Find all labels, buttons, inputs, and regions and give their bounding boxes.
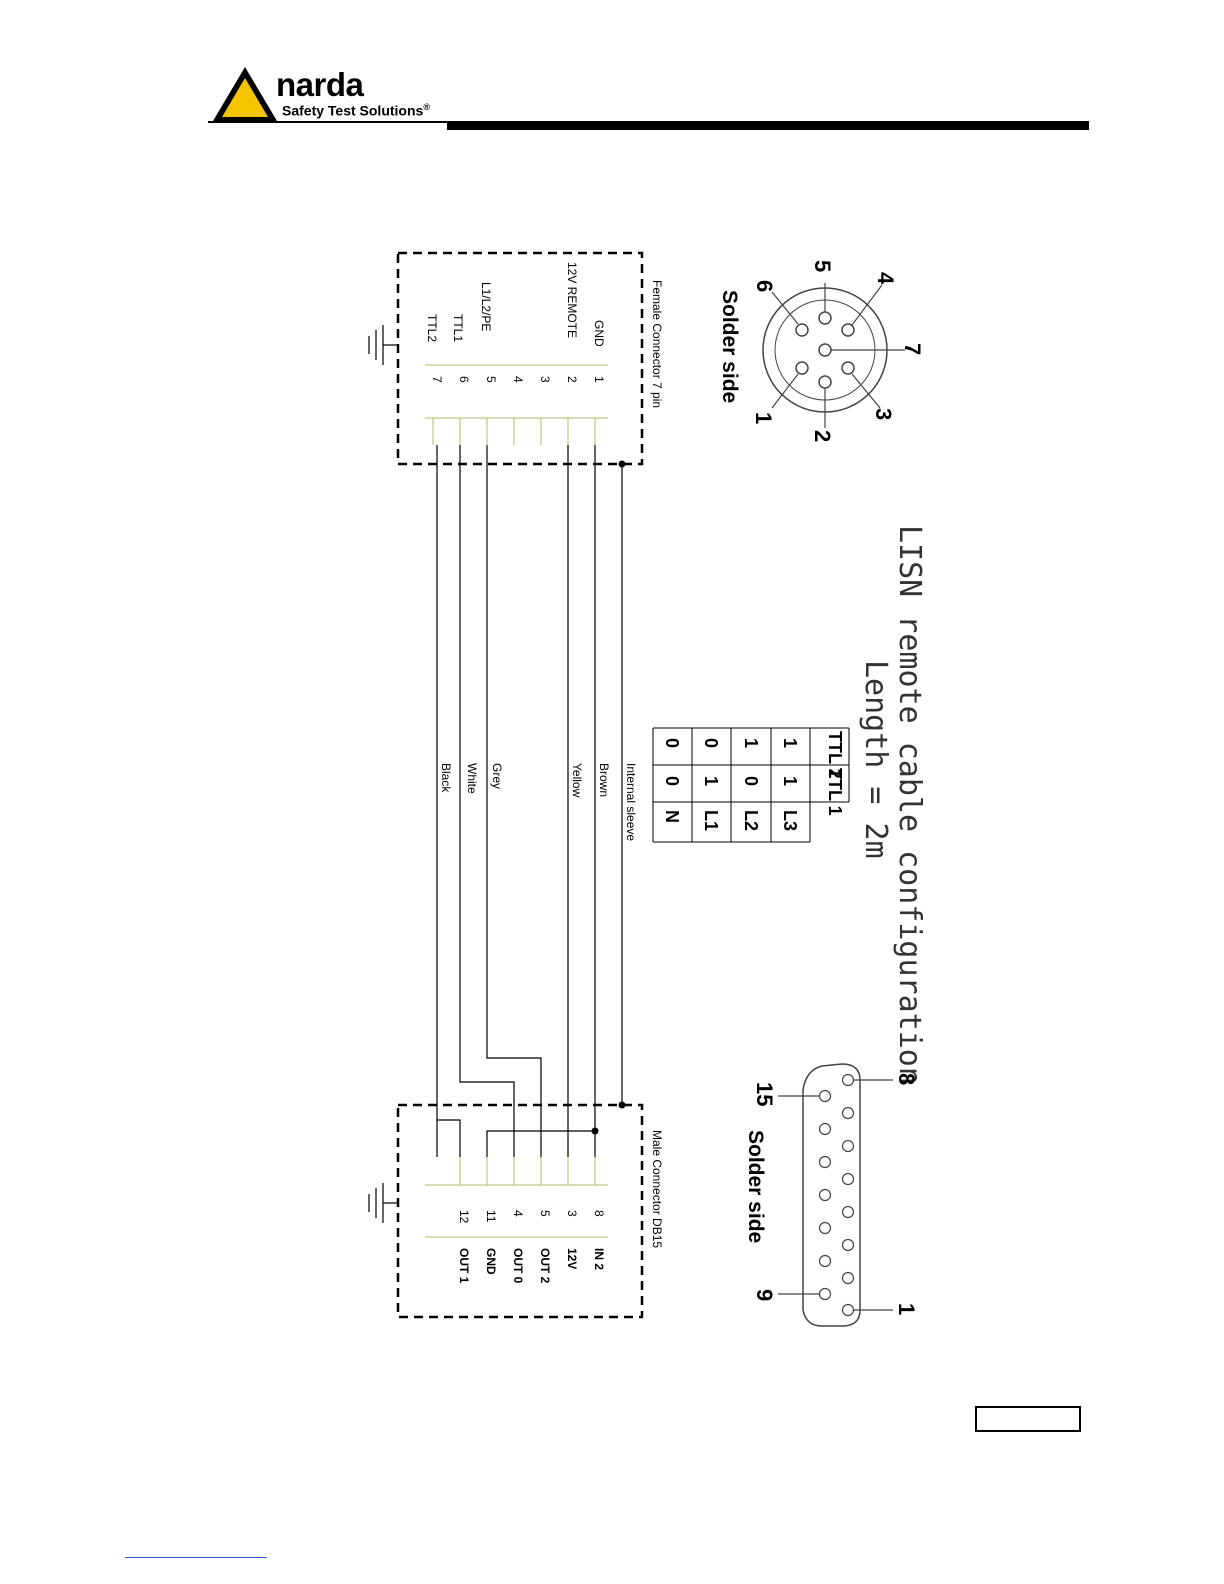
male-signal-in2: IN 2	[592, 1248, 606, 1270]
male-connector-box	[396, 1103, 644, 1319]
brand-tagline: Safety Test Solutions®	[282, 102, 430, 119]
wire-gnd-link	[486, 1130, 595, 1157]
table-r1-c3: L3	[780, 810, 800, 831]
narda-logo: narda Safety Test Solutions®	[210, 64, 450, 126]
wire-white	[459, 445, 515, 1157]
table-r3-c3: L1	[701, 810, 721, 831]
male-signal-labels: IN 2 12V OUT 2 OUT 0 GND OUT 1	[457, 1248, 606, 1284]
female-pin-4: 4	[511, 376, 525, 383]
female-signal-2: 12V REMOTE	[565, 262, 579, 338]
db15-numbers: 8 15 9 1	[752, 1073, 919, 1315]
round-pin-5: 5	[810, 260, 835, 272]
wire-label-yellow: Yellow	[570, 763, 584, 798]
wire-out1-link	[437, 1119, 461, 1157]
table-r4-c2: 0	[662, 776, 682, 786]
male-pin-8: 8	[592, 1210, 606, 1217]
table-r1-c2: 1	[780, 776, 800, 786]
truth-table-text: TTL 2 TTL 1 1 1 L3 1 0 L2 0 1 L1 0 0 N	[662, 731, 845, 831]
wire-label-black: Black	[439, 763, 453, 793]
table-r4-c1: 0	[662, 738, 682, 748]
db15-connector	[778, 1063, 893, 1327]
solder-side-label-bottom: Solder side	[744, 1130, 767, 1243]
female-pin-7: 7	[430, 376, 444, 383]
round-pin-6: 6	[752, 280, 777, 292]
female-pin-stubs	[432, 418, 596, 445]
female-pin-5: 5	[484, 376, 498, 383]
female-signal-6: TTL1	[451, 314, 465, 342]
truth-table	[652, 727, 850, 843]
female-signal-labels: GND 12V REMOTE L1/L2/PE TTL1 TTL2	[425, 262, 606, 347]
round-pin-4: 4	[873, 272, 898, 285]
male-signal-out2: OUT 2	[538, 1248, 552, 1284]
table-r2-c1: 1	[741, 738, 761, 748]
diagram-title: LISN remote cable configuration	[892, 525, 927, 1085]
ground-icon	[368, 1183, 398, 1223]
solder-side-label-top: Solder side	[718, 290, 741, 403]
wire-label-brown: Brown	[597, 763, 611, 797]
table-r3-c1: 0	[701, 738, 721, 748]
table-r2-c2: 0	[741, 776, 761, 786]
male-signal-out1: OUT 1	[457, 1248, 471, 1284]
table-r1-c1: 1	[780, 738, 800, 748]
db15-pin-15: 15	[752, 1082, 777, 1106]
table-header-ttl2: TTL 2	[825, 731, 845, 779]
header-rule-thin	[208, 121, 448, 123]
table-r4-c3: N	[662, 810, 682, 823]
wire-label-white: White	[465, 763, 479, 794]
brown-junction	[591, 1127, 599, 1135]
logo-triangle-icon	[213, 67, 277, 121]
db15-pin-8: 8	[894, 1073, 919, 1085]
page-number-box	[975, 1406, 1081, 1432]
female-pin-6: 6	[457, 376, 471, 383]
male-pin-12: 12	[457, 1210, 471, 1224]
brand-name: narda	[276, 66, 364, 103]
header-rule-thick	[447, 121, 1089, 130]
wire-label-internal-sleeve: Internal sleeve	[624, 763, 638, 841]
wire-labels: Internal sleeve Brown Yellow Grey White …	[439, 763, 638, 841]
table-header-ttl1: TTL 1	[825, 768, 845, 816]
female-connector-title: Female Connector 7 pin	[650, 280, 664, 408]
female-pin-2: 2	[565, 376, 579, 383]
wire-label-grey: Grey	[490, 763, 504, 789]
female-connector-box	[396, 251, 644, 466]
round-pin-7: 7	[900, 343, 925, 355]
male-signal-gnd: GND	[484, 1248, 498, 1275]
male-pin-3: 3	[565, 1210, 579, 1217]
wire-grey	[486, 445, 542, 1157]
diagram-subtitle: Length = 2m	[858, 660, 893, 859]
round-pin-3: 3	[871, 408, 896, 420]
round-pin-1: 1	[751, 412, 776, 424]
male-signal-out0: OUT 0	[511, 1248, 525, 1284]
male-pin-numbers: 8 3 5 4 11 12	[457, 1210, 606, 1224]
male-pin-stubs	[425, 1157, 608, 1238]
round-connector-numbers: 1 2 3 4 5 6 7	[751, 260, 925, 442]
male-pin-5: 5	[538, 1210, 552, 1217]
footer-link-rule	[125, 1557, 267, 1558]
round-pin-2: 2	[810, 430, 835, 442]
table-r2-c3: L2	[741, 810, 761, 831]
sleeve-junction-top	[618, 460, 626, 468]
sleeve-junction-bottom	[618, 1101, 626, 1109]
wires	[436, 445, 623, 1157]
female-signal-1: GND	[592, 320, 606, 347]
female-signal-7: TTL2	[425, 314, 439, 342]
male-pin-11: 11	[484, 1210, 498, 1223]
female-signal-5: L1/L2/PE	[479, 282, 493, 331]
female-pin-1: 1	[592, 376, 606, 383]
round-connector-7pin	[762, 283, 905, 428]
db15-pin-1: 1	[894, 1303, 919, 1315]
male-signal-12v: 12V	[565, 1248, 579, 1269]
female-pin-3: 3	[538, 376, 552, 383]
male-connector-title: Male Connector DB15	[650, 1130, 664, 1248]
female-pin-numbers: 1 2 3 4 5 6 7	[430, 376, 606, 383]
table-r3-c2: 1	[701, 776, 721, 786]
db15-pin-9: 9	[752, 1289, 777, 1301]
ground-icon	[368, 325, 398, 365]
male-pin-4: 4	[511, 1210, 525, 1217]
